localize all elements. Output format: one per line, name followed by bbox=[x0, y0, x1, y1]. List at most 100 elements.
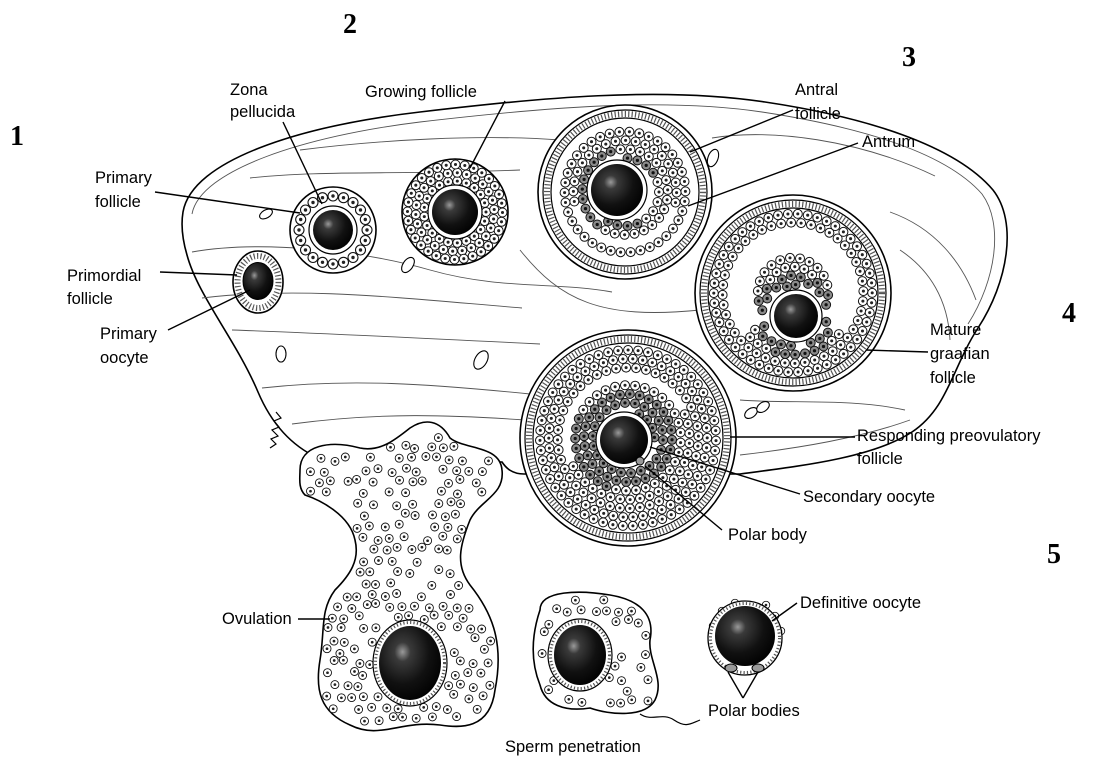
follicle-cell bbox=[831, 355, 840, 364]
follicle-cell bbox=[317, 454, 325, 462]
follicle-cell bbox=[703, 433, 712, 442]
polar-body bbox=[752, 664, 764, 672]
polar-body-label: Polar body bbox=[728, 526, 808, 544]
follicle-cell bbox=[581, 478, 590, 487]
follicle-cell bbox=[467, 243, 476, 252]
follicle-cell bbox=[618, 677, 626, 685]
mature-graafian-follicle-label: Mature bbox=[930, 321, 981, 339]
follicle-cell bbox=[431, 523, 439, 531]
follicle-cell bbox=[823, 328, 832, 337]
follicle-cell bbox=[465, 695, 473, 703]
primordial-follicle-label: Primordial bbox=[67, 267, 141, 285]
follicle-cell bbox=[865, 269, 874, 278]
stage-number-4: 4 bbox=[1062, 298, 1076, 329]
follicle-cell bbox=[640, 384, 649, 393]
follicle-cell bbox=[680, 177, 689, 186]
follicle-cell bbox=[402, 441, 410, 449]
follicle-cell bbox=[403, 207, 412, 216]
follicle-cell bbox=[405, 612, 413, 620]
follicle-cell bbox=[603, 607, 611, 615]
follicle-cell bbox=[545, 444, 554, 453]
follicle-cell bbox=[329, 705, 337, 713]
follicle-cell bbox=[561, 178, 570, 187]
polar-bodies-leader-left bbox=[728, 672, 743, 698]
follicle-cell bbox=[363, 601, 371, 609]
follicle-cell bbox=[645, 243, 654, 252]
follicle-cell bbox=[820, 352, 829, 361]
follicle-cell bbox=[445, 611, 453, 619]
follicle-cell bbox=[700, 453, 709, 462]
follicle-cell bbox=[606, 699, 614, 707]
follicle-cell bbox=[678, 207, 687, 216]
follicle-cell bbox=[858, 327, 867, 336]
follicle-cell bbox=[764, 364, 773, 373]
follicle-cell bbox=[453, 467, 461, 475]
follicle-cell bbox=[688, 461, 697, 470]
follicle-cell bbox=[668, 150, 677, 159]
follicle-cell bbox=[644, 348, 653, 357]
follicle-cell bbox=[637, 663, 645, 671]
follicle-cell bbox=[623, 687, 631, 695]
follicle-cell bbox=[433, 163, 442, 172]
follicle-cell bbox=[658, 426, 667, 435]
follicle-cell bbox=[662, 176, 671, 185]
follicle-cell bbox=[565, 695, 573, 703]
follicle-cell bbox=[709, 289, 718, 298]
follicle-cell bbox=[665, 466, 674, 475]
follicle-cell bbox=[430, 611, 438, 619]
follicle-cell bbox=[622, 478, 631, 487]
follicle-cell bbox=[443, 706, 451, 714]
follicle-cell bbox=[451, 671, 459, 679]
follicle-cell bbox=[655, 213, 664, 222]
follicle-cell bbox=[648, 221, 657, 230]
follicle-cell bbox=[296, 236, 306, 246]
follicle-cell bbox=[631, 399, 640, 408]
follicle-cell bbox=[668, 435, 677, 444]
follicle-cell bbox=[584, 375, 593, 384]
follicle-cell bbox=[786, 253, 795, 262]
follicle-cell bbox=[856, 267, 865, 276]
follicle-cell bbox=[621, 381, 630, 390]
follicle-cell bbox=[495, 190, 504, 199]
follicle-cell bbox=[653, 198, 662, 207]
follicle-cell bbox=[628, 521, 637, 530]
follicle-cell bbox=[401, 509, 409, 517]
follicle-cell bbox=[585, 413, 594, 422]
follicle-cell bbox=[626, 495, 635, 504]
follicle-cell bbox=[455, 582, 463, 590]
follicle-cell bbox=[677, 167, 686, 176]
follicle-cell bbox=[351, 668, 359, 676]
follicle-cell bbox=[559, 406, 568, 415]
follicle-cell bbox=[622, 486, 631, 495]
follicle-cell bbox=[781, 350, 790, 359]
follicle-cell bbox=[629, 513, 638, 522]
follicle-cell bbox=[675, 467, 684, 476]
follicle-cell bbox=[445, 456, 453, 464]
follicle-cell bbox=[568, 365, 577, 374]
follicle-cell bbox=[572, 505, 581, 514]
follicle-cell bbox=[465, 467, 473, 475]
follicle-cell bbox=[648, 509, 657, 518]
follicle-cell bbox=[588, 238, 597, 247]
follicle-cell bbox=[846, 343, 855, 352]
follicle-cell bbox=[393, 543, 401, 551]
follicle-cell bbox=[420, 183, 429, 192]
follicle-cell bbox=[700, 414, 709, 423]
sperm-penetration-label: Sperm penetration bbox=[505, 738, 641, 756]
follicle-cell bbox=[853, 242, 862, 251]
follicle-cell bbox=[490, 182, 499, 191]
follicle-cell bbox=[478, 488, 486, 496]
follicle-cell bbox=[471, 634, 479, 642]
follicle-cell bbox=[614, 346, 623, 355]
follicle-cell bbox=[653, 351, 662, 360]
follicle-cell bbox=[661, 143, 670, 152]
follicle-cell bbox=[340, 615, 348, 623]
follicle-cell bbox=[356, 660, 364, 668]
follicle-cell bbox=[467, 625, 475, 633]
follicle-cell bbox=[453, 713, 461, 721]
follicle-cell bbox=[561, 372, 570, 381]
follicle-cell bbox=[710, 416, 719, 425]
zona-pellucida-label: pellucida bbox=[230, 103, 296, 121]
definitive-oocyte-label: Definitive oocyte bbox=[800, 594, 921, 612]
follicle-cell bbox=[609, 511, 618, 520]
